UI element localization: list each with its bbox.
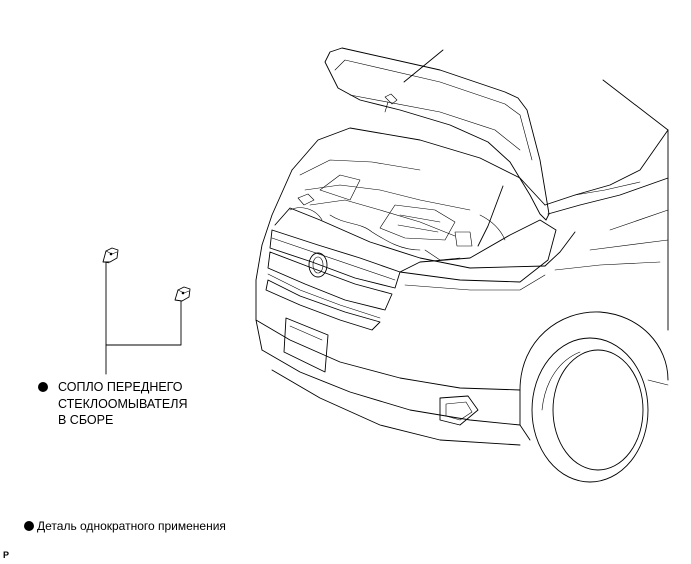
windshield bbox=[544, 79, 669, 331]
vehicle-body bbox=[255, 169, 661, 446]
figure-code: P bbox=[3, 550, 10, 560]
part-label-line-3: В СБОРЕ bbox=[58, 413, 114, 427]
legend-bullet-icon bbox=[24, 521, 34, 531]
legend-text: Деталь однократного применения bbox=[37, 519, 226, 533]
front-wheel bbox=[519, 311, 669, 483]
part-label-line-2: СТЕКЛООМЫВАТЕЛЯ bbox=[58, 396, 188, 411]
non-reusable-bullet-icon bbox=[38, 382, 48, 392]
washer-nozzle-right-icon bbox=[174, 286, 191, 302]
leader-lines bbox=[105, 261, 182, 375]
part-label-text: СОПЛО ПЕРЕДНЕГО СТЕКЛООМЫВАТЕЛЯ В СБОРЕ bbox=[58, 379, 187, 429]
washer-nozzle-left-icon bbox=[102, 247, 119, 264]
engine-bay bbox=[289, 127, 546, 261]
legend: Деталь однократного применения bbox=[24, 519, 226, 533]
hood bbox=[324, 47, 550, 247]
part-label-line-1: СОПЛО ПЕРЕДНЕГО bbox=[58, 380, 183, 394]
